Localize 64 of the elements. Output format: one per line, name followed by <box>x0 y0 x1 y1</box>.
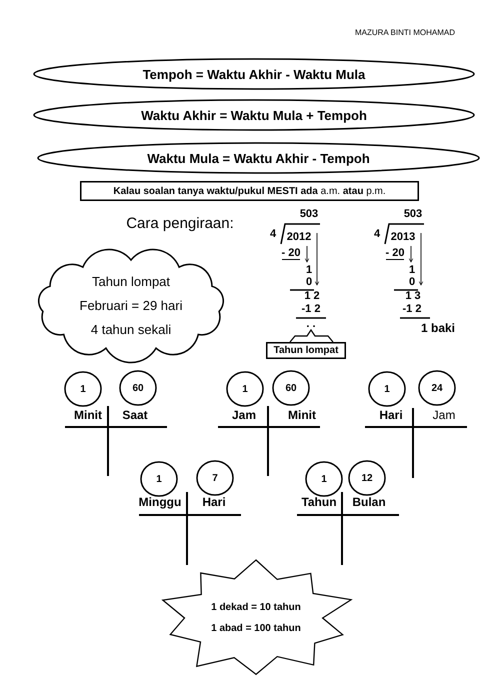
remainder-digit: 0 <box>408 276 416 288</box>
divisor: 4 <box>270 228 276 240</box>
cloud-text: 4 tahun sekali <box>90 322 172 336</box>
number-circle <box>272 370 310 406</box>
unit-label: Saat <box>122 409 148 422</box>
formula-ellipse <box>33 99 475 131</box>
circle-number: 12 <box>361 472 373 484</box>
unit-label: Minit <box>288 409 316 422</box>
remainder-label: 1 baki <box>420 322 456 336</box>
formula-text: Tempoh = Waktu Akhir - Waktu Mula <box>142 66 366 82</box>
quotient: 503 <box>300 208 318 220</box>
number-circle <box>119 370 157 406</box>
formula-text: Waktu Akhir = Waktu Mula + Tempoh <box>141 108 367 122</box>
subtraction-step: - 20 <box>282 247 300 260</box>
note-box <box>80 181 419 201</box>
subtraction-step: - 20 <box>386 247 404 260</box>
box-label: Tahun lompat <box>274 345 338 356</box>
circle-number: 7 <box>212 472 218 484</box>
number-circle <box>226 371 264 407</box>
dividend: 2012 <box>286 231 312 244</box>
number-circle <box>140 461 178 497</box>
unit-label: Jam <box>432 409 456 422</box>
dividend: 2013 <box>390 231 416 244</box>
division-step: 1 3 <box>405 290 421 302</box>
section-heading: Cara pengiraan: <box>126 216 234 232</box>
circle-number: 1 <box>321 474 327 484</box>
quotient: 503 <box>404 208 422 220</box>
unit-label: Minit <box>74 409 102 422</box>
divisor: 4 <box>374 228 380 240</box>
formula-ellipse <box>37 142 480 174</box>
circle-number: 1 <box>384 384 390 394</box>
callout-text: 1 abad = 100 tahun <box>211 623 301 634</box>
circle-number: 24 <box>431 382 443 394</box>
remainder-dots: . . <box>306 318 316 330</box>
circle-number: 1 <box>80 384 86 394</box>
number-circle <box>305 461 343 497</box>
number-circle <box>348 460 386 496</box>
unit-label: Tahun <box>301 496 337 510</box>
cloud-text: Februari = 29 hari <box>80 298 182 312</box>
circle-number: 60 <box>132 382 144 394</box>
formula-text: Waktu Mula = Waktu Akhir - Tempoh <box>147 150 370 166</box>
remainder-digit: 0 <box>306 276 312 288</box>
circle-number: 1 <box>242 384 248 394</box>
subtraction-step: -1 2 <box>302 303 320 316</box>
number-circle <box>196 460 234 496</box>
circle-number: 60 <box>285 382 297 394</box>
subtraction-step: -1 2 <box>402 303 422 316</box>
number-circle <box>418 370 456 406</box>
division-step: 1 2 <box>304 290 320 302</box>
unit-label: Jam <box>232 409 256 422</box>
number-circle <box>368 371 406 407</box>
remainder-digit: 1 <box>408 264 416 276</box>
formula-ellipse <box>33 58 475 90</box>
note-text: Kalau soalan tanya waktu/pukul MESTI ada a.m. atau p.m. <box>113 186 386 196</box>
remainder-digit: 1 <box>306 264 312 276</box>
unit-label: Hari <box>379 409 403 422</box>
circle-number: 1 <box>156 474 162 484</box>
callout-text: 1 dekad = 10 tahun <box>211 602 301 613</box>
label-box <box>266 342 346 359</box>
author-name: MAZURA BINTI MOHAMAD <box>354 29 455 38</box>
cloud-text: Tahun lompat <box>92 274 170 288</box>
unit-label: Hari <box>202 496 226 510</box>
number-circle <box>64 371 102 407</box>
unit-label: Bulan <box>352 496 386 510</box>
